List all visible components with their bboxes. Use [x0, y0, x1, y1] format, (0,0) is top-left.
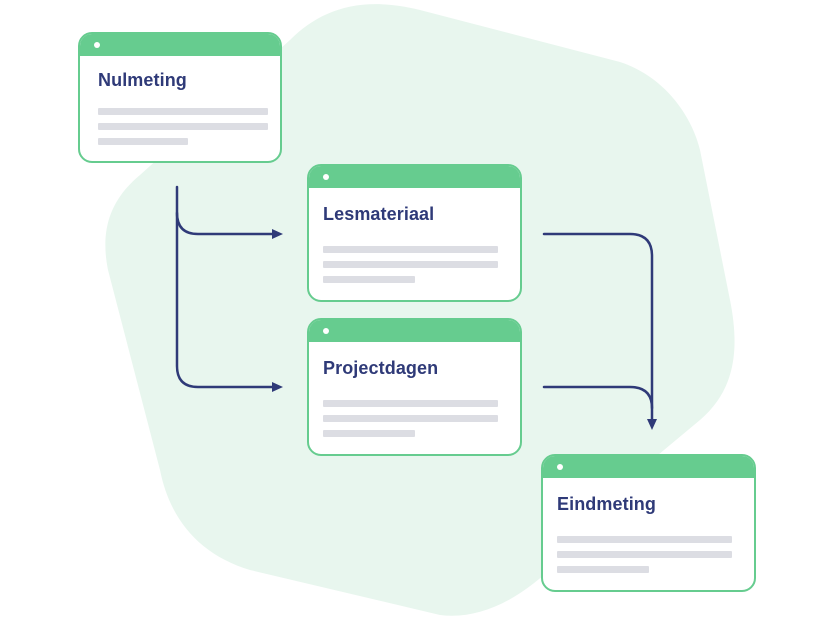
card-nulmeting: Nulmeting [78, 32, 282, 163]
placeholder-line [98, 108, 268, 115]
window-dot-icon [323, 174, 329, 180]
placeholder-line [557, 551, 732, 558]
arrowhead-eindmeting [647, 419, 657, 430]
placeholder-line [323, 246, 498, 253]
card-projectdagen: Projectdagen [307, 318, 522, 456]
connector-lesmateriaal-eindmeting [542, 232, 654, 422]
placeholder-line [557, 536, 732, 543]
placeholder-line [98, 123, 268, 130]
placeholder-line [98, 138, 188, 145]
placeholder-line [323, 261, 498, 268]
card-lesmateriaal: Lesmateriaal [307, 164, 522, 302]
placeholder-line [323, 430, 415, 437]
card-title: Eindmeting [557, 494, 656, 514]
window-dot-icon [94, 42, 100, 48]
card-header [80, 34, 280, 56]
placeholder-line [323, 400, 498, 407]
card-eindmeting: Eindmeting [541, 454, 756, 592]
arrowhead-projectdagen [272, 382, 283, 392]
card-header [543, 456, 754, 478]
card-title: Projectdagen [323, 358, 439, 378]
placeholder-line [323, 415, 498, 422]
card-header [309, 166, 520, 188]
connector-nulmeting-projectdagen [175, 211, 275, 389]
window-dot-icon [323, 328, 329, 334]
arrowhead-lesmateriaal [272, 229, 283, 239]
placeholder-line [323, 276, 415, 283]
window-dot-icon [557, 464, 563, 470]
card-title: Nulmeting [98, 70, 187, 90]
card-title: Lesmateriaal [323, 204, 435, 224]
connector-projectdagen-eindmeting [542, 385, 654, 410]
connector-nulmeting-lesmateriaal [175, 185, 275, 236]
placeholder-line [557, 566, 649, 573]
card-header [309, 320, 520, 342]
